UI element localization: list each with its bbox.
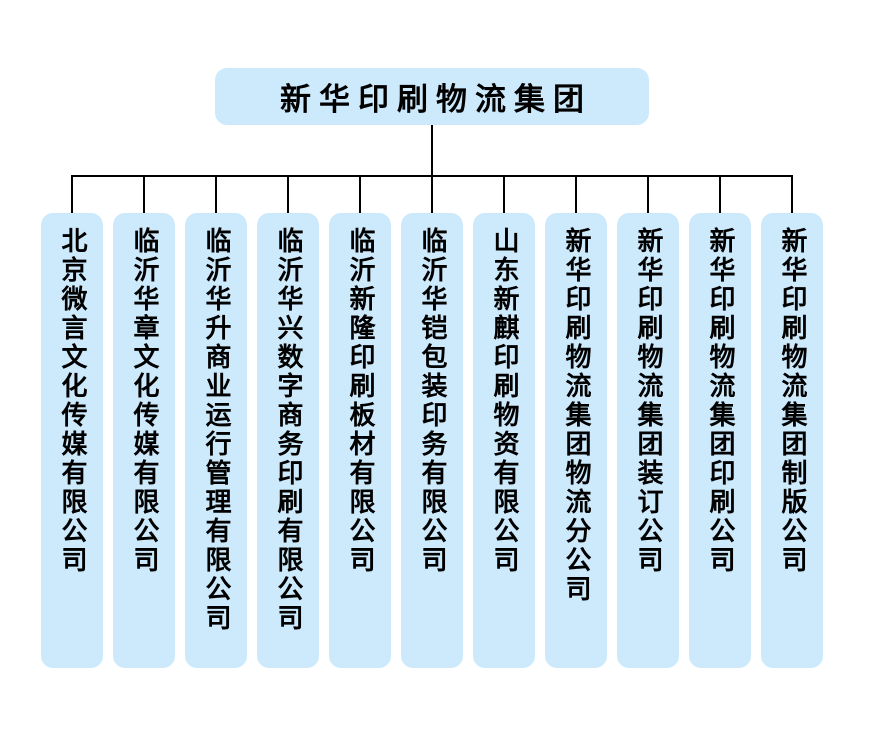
org-node-label: 新华印刷物流集团制版公司 xyxy=(777,227,807,575)
org-node-label: 新华印刷物流集团装订公司 xyxy=(633,227,663,575)
connector-drop-2 xyxy=(143,175,145,214)
org-node-label: 新华印刷物流集团印刷公司 xyxy=(705,227,735,575)
connector-drop-6 xyxy=(431,175,433,214)
org-node-label: 临沂华升商业运行管理有限公司 xyxy=(201,227,231,633)
org-node-root-label: 新华印刷物流集团 xyxy=(280,82,592,118)
org-node-subsidiary-6: 临沂华铠包装印务有限公司 xyxy=(401,213,463,668)
org-node-subsidiary-2: 临沂华章文化传媒有限公司 xyxy=(113,213,175,668)
connector-drop-1 xyxy=(71,175,73,214)
org-children-row: 北京微言文化传媒有限公司 临沂华章文化传媒有限公司 临沂华升商业运行管理有限公司… xyxy=(41,213,823,668)
org-node-subsidiary-5: 临沂新隆印刷板材有限公司 xyxy=(329,213,391,668)
org-node-label: 北京微言文化传媒有限公司 xyxy=(57,227,87,575)
org-node-label: 新华印刷物流集团物流分公司 xyxy=(561,227,591,604)
connector-root-vertical xyxy=(431,125,433,176)
org-node-subsidiary-3: 临沂华升商业运行管理有限公司 xyxy=(185,213,247,668)
connector-drop-11 xyxy=(791,175,793,214)
org-node-subsidiary-9: 新华印刷物流集团装订公司 xyxy=(617,213,679,668)
connector-drop-8 xyxy=(575,175,577,214)
org-node-subsidiary-4: 临沂华兴数字商务印刷有限公司 xyxy=(257,213,319,668)
org-node-label: 临沂华兴数字商务印刷有限公司 xyxy=(273,227,303,633)
connector-drop-5 xyxy=(359,175,361,214)
connector-drop-7 xyxy=(503,175,505,214)
org-node-label: 临沂华铠包装印务有限公司 xyxy=(417,227,447,575)
connector-drop-10 xyxy=(719,175,721,214)
connector-drop-4 xyxy=(287,175,289,214)
org-node-label: 临沂新隆印刷板材有限公司 xyxy=(345,227,375,575)
connector-drop-3 xyxy=(215,175,217,214)
org-node-subsidiary-7: 山东新麒印刷物资有限公司 xyxy=(473,213,535,668)
org-node-root: 新华印刷物流集团 xyxy=(215,68,649,125)
org-node-subsidiary-10: 新华印刷物流集团印刷公司 xyxy=(689,213,751,668)
org-node-label: 山东新麒印刷物资有限公司 xyxy=(489,227,519,575)
org-node-subsidiary-1: 北京微言文化传媒有限公司 xyxy=(41,213,103,668)
org-node-subsidiary-11: 新华印刷物流集团制版公司 xyxy=(761,213,823,668)
org-node-subsidiary-8: 新华印刷物流集团物流分公司 xyxy=(545,213,607,668)
org-node-label: 临沂华章文化传媒有限公司 xyxy=(129,227,159,575)
connector-drop-9 xyxy=(647,175,649,214)
